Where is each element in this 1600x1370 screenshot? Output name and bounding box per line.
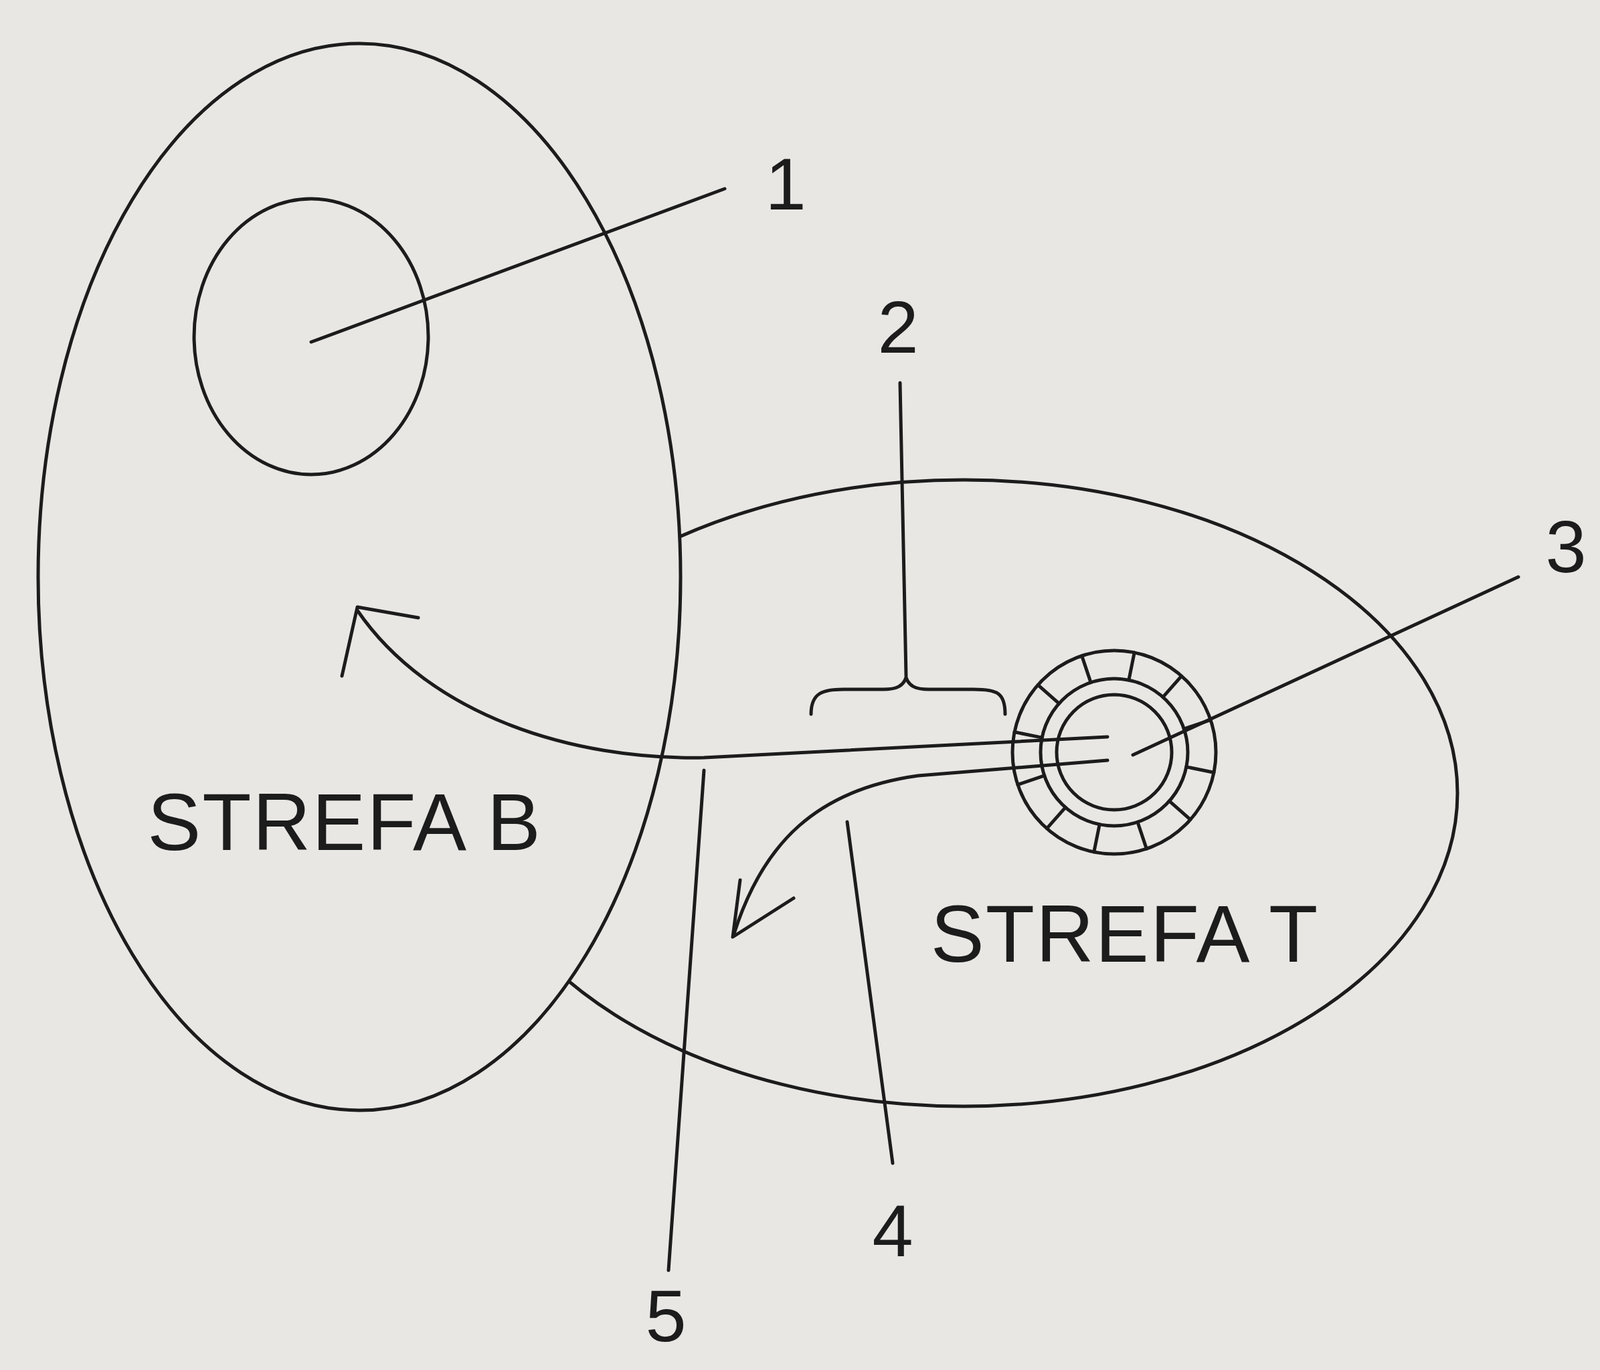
callout-number: 4 xyxy=(871,1189,913,1271)
arrow-head xyxy=(732,879,794,937)
leader-line xyxy=(900,382,907,676)
label-anchor: 1 xyxy=(764,143,806,225)
leader-line xyxy=(311,188,725,342)
spoke xyxy=(1037,684,1059,704)
label-anchor: 2 xyxy=(877,286,919,368)
zone-ellipse: STREFA B xyxy=(36,41,683,1113)
callout-number: 5 xyxy=(645,1274,686,1356)
brace xyxy=(811,677,1006,715)
label-anchor: 5 xyxy=(645,1274,686,1356)
zone-label: STREFA T xyxy=(930,889,1320,978)
spoke xyxy=(1137,821,1147,849)
label-anchor: 4 xyxy=(871,1189,913,1271)
spoke xyxy=(1128,652,1135,680)
leader-line xyxy=(847,821,893,1164)
zone-border xyxy=(38,43,681,1111)
arrow-head xyxy=(341,606,419,676)
spoke xyxy=(1163,675,1182,697)
zone-label: STREFA B xyxy=(147,777,543,866)
zone-ellipse: STREFA T xyxy=(468,478,1459,1108)
spoke xyxy=(1186,766,1214,773)
nucleus-circle xyxy=(194,198,429,475)
spoke xyxy=(1169,801,1190,820)
callout-number: 1 xyxy=(764,143,806,225)
zone-outline xyxy=(468,478,1459,1108)
leader-line xyxy=(1132,576,1519,755)
spoke xyxy=(1014,732,1042,738)
spoke xyxy=(1094,824,1100,852)
zone-border xyxy=(469,479,1458,1107)
leader-line xyxy=(668,770,704,1271)
spoke xyxy=(1017,775,1045,785)
spoke xyxy=(1082,655,1091,683)
callout-number: 3 xyxy=(1545,505,1586,587)
zone-outline xyxy=(36,41,683,1113)
arrow-line xyxy=(357,610,1108,758)
callout-number: 2 xyxy=(877,286,919,368)
label-anchor: 3 xyxy=(1545,505,1586,587)
radial-cell xyxy=(1012,650,1216,854)
spoke xyxy=(1046,807,1066,828)
